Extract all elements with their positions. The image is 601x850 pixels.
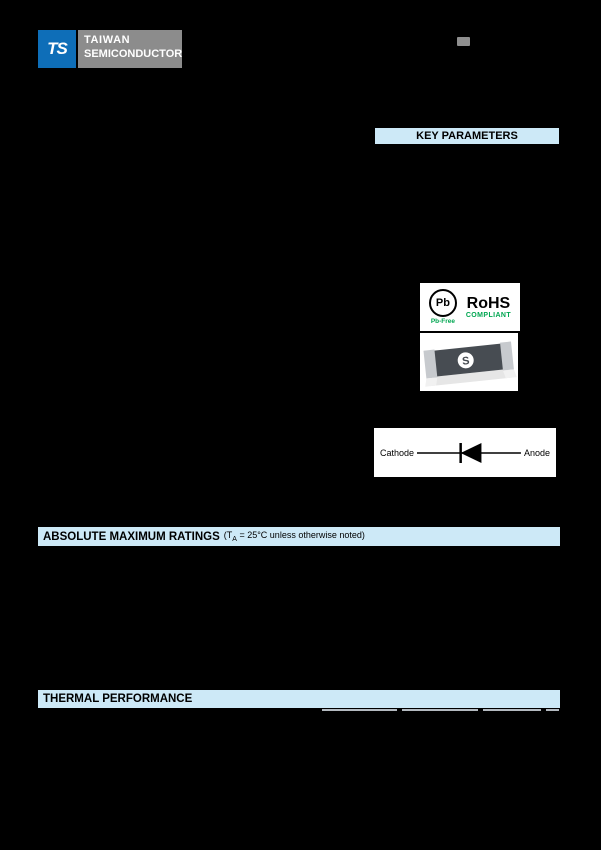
ts-monogram-icon: TS <box>38 30 76 68</box>
pb-free-badge: Pb Pb-Free <box>428 289 457 325</box>
absolute-maximum-ratings-header: ABSOLUTE MAXIMUM RATINGS (TA = 25°C unle… <box>38 527 560 546</box>
ts-monogram-letters: TS <box>47 39 68 58</box>
table-grid-line <box>546 709 559 711</box>
package-photo: S <box>420 333 518 391</box>
rohs-label: RoHS <box>466 294 511 312</box>
note-sub: A <box>232 535 237 543</box>
brand-name-line2: SEMICONDUCTOR <box>84 47 183 60</box>
diode-symbol: Cathode Anode <box>374 428 556 477</box>
brand-name-line1: TAIWAN <box>84 34 131 46</box>
note-pre: (T <box>223 530 233 541</box>
small-mark-icon <box>457 37 470 46</box>
absolute-maximum-ratings-note: (TA = 25°C unless otherwise noted) <box>224 530 365 543</box>
smd-chip-image: S <box>423 341 517 387</box>
compliance-badges: Pb Pb-Free RoHS COMPLIANT <box>420 283 520 331</box>
table-grid-line <box>402 709 478 711</box>
table-grid-line <box>322 709 397 711</box>
anode-label: Anode <box>523 447 550 458</box>
chip-logo-letter: S <box>462 355 471 368</box>
note-post: = 25°C unless otherwise noted) <box>236 530 365 541</box>
rohs-badge: RoHS COMPLIANT <box>465 294 512 319</box>
thermal-performance-header: THERMAL PERFORMANCE <box>38 690 560 708</box>
table-grid-line <box>483 709 541 711</box>
thermal-performance-title: THERMAL PERFORMANCE <box>43 693 193 705</box>
absolute-maximum-ratings-title: ABSOLUTE MAXIMUM RATINGS <box>43 530 220 543</box>
pb-free-label: Pb-Free <box>430 318 456 325</box>
cathode-label: Cathode <box>380 447 415 458</box>
key-parameters-title: KEY PARAMETERS <box>416 130 518 142</box>
pb-free-icon: Pb <box>428 289 457 317</box>
key-parameters-header: KEY PARAMETERS <box>374 127 560 145</box>
brand-name: TAIWAN SEMICONDUCTOR <box>78 30 183 68</box>
rohs-compliant-label: COMPLIANT <box>465 311 512 319</box>
brand-logo: TS TAIWAN SEMICONDUCTOR <box>38 30 183 68</box>
pb-label: Pb <box>435 297 450 309</box>
diode-schematic-icon <box>417 442 521 463</box>
